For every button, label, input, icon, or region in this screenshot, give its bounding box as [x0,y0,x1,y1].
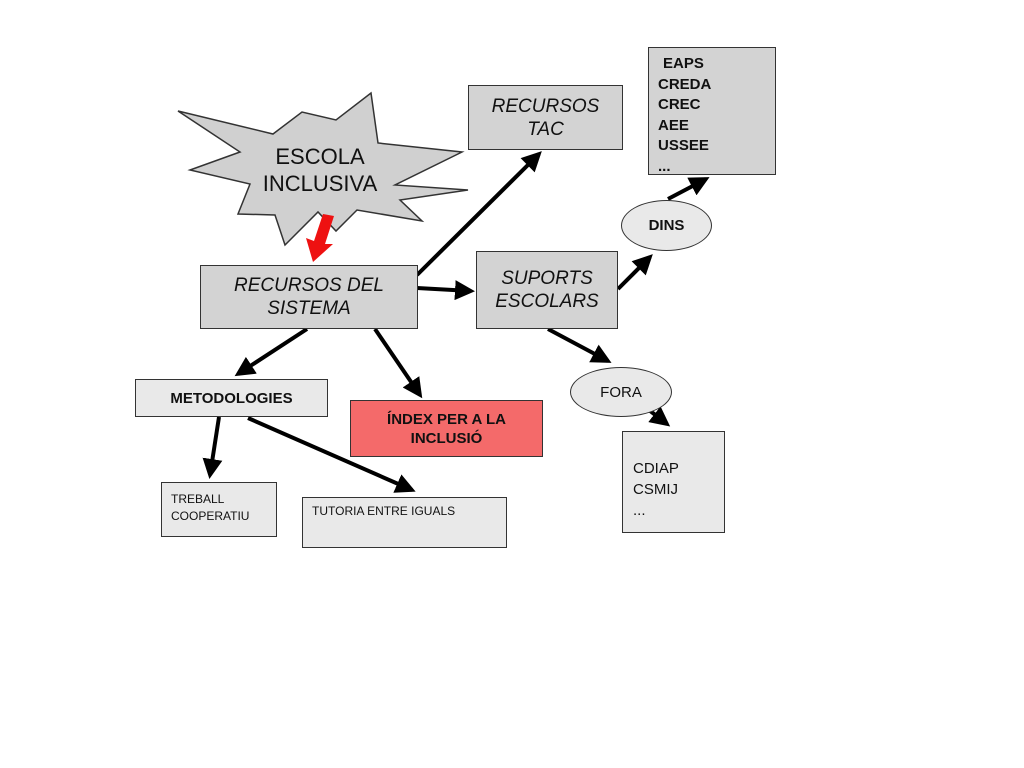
recursos-del-sistema-box: RECURSOS DEL SISTEMA [200,265,418,329]
index-inclusio-box: ÍNDEX PER A LA INCLUSIÓ [350,400,543,457]
arrow-sistema-to-metodologies [234,327,309,377]
arrow-sistema-to-suports [416,280,475,301]
arrow-fora-to-list [647,406,671,427]
treball-cooperatiu-box: TREBALL COOPERATIU [161,482,277,537]
dins-resources-list: EAPS CREDA CREC AEE USSEE ... [648,47,776,175]
tutoria-entre-iguals-box: TUTORIA ENTRE IGUALS [302,497,507,548]
red-down-arrow [306,214,334,262]
recursos-tac-box: RECURSOS TAC [468,85,623,150]
fora-resources-list: CDIAP CSMIJ ... [622,431,725,533]
escola-inclusiva-star [177,91,469,247]
suports-escolars-box: SUPORTS ESCOLARS [476,251,618,329]
metodologies-box: METODOLOGIES [135,379,328,417]
escola-inclusiva-label: ESCOLA INCLUSIVA [262,144,378,196]
arrow-sistema-to-index [373,327,423,399]
arrow-metodologies-to-tutoria [247,416,416,493]
arrow-suports-to-dins [616,254,653,291]
dins-ellipse: DINS [621,200,712,251]
arrow-suports-to-fora [547,327,612,363]
arrow-dins-to-list [667,177,710,201]
arrow-metodologies-to-treball [202,416,223,479]
arrow-sistema-to-tac [415,151,542,277]
fora-ellipse: FORA [570,367,672,417]
